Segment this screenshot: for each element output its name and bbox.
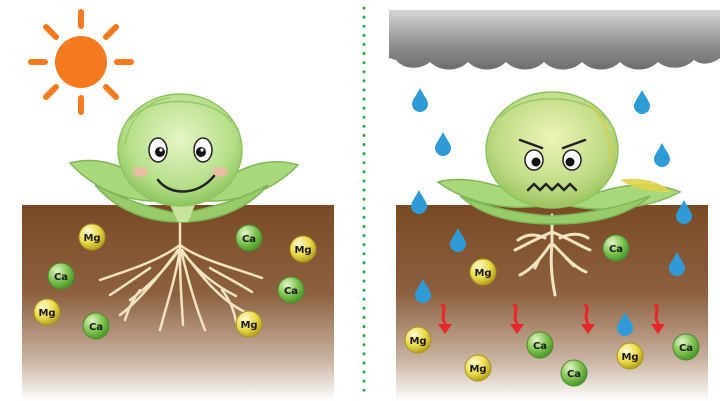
mineral-ca: Ca [236, 225, 262, 251]
svg-text:Ca: Ca [609, 244, 623, 255]
svg-text:Mg: Mg [38, 308, 55, 319]
rainy-panel: Mg Ca Mg Mg Ca Ca Mg Ca [389, 10, 720, 401]
raindrop-icon [412, 88, 428, 112]
raindrop-icon [411, 190, 427, 214]
mineral-ca: Ca [673, 334, 699, 360]
sun-icon [31, 12, 131, 112]
svg-text:Ca: Ca [567, 369, 581, 380]
svg-text:Ca: Ca [679, 343, 693, 354]
healthy-panel: Mg Ca Mg Ca Ca Mg Ca Mg [22, 12, 334, 401]
cloud-icon [389, 10, 720, 70]
raindrop-icon [634, 90, 650, 114]
mineral-mg: Mg [465, 355, 491, 381]
mineral-ca: Ca [278, 277, 304, 303]
svg-text:Mg: Mg [83, 233, 100, 244]
soil [22, 205, 334, 401]
svg-text:Ca: Ca [89, 322, 103, 333]
raindrop-icon [676, 200, 692, 224]
svg-text:Ca: Ca [284, 286, 298, 297]
raindrop-icon [435, 132, 451, 156]
svg-text:Mg: Mg [294, 245, 311, 256]
svg-text:Ca: Ca [242, 234, 256, 245]
svg-text:Mg: Mg [474, 268, 491, 279]
mineral-mg: Mg [290, 236, 316, 262]
svg-text:Ca: Ca [54, 272, 68, 283]
mineral-mg: Mg [617, 343, 643, 369]
mineral-mg: Mg [405, 327, 431, 353]
svg-text:Mg: Mg [621, 352, 638, 363]
mineral-mg: Mg [79, 224, 105, 250]
mineral-ca: Ca [527, 332, 553, 358]
mineral-mg: Mg [34, 299, 60, 325]
mineral-ca: Ca [561, 360, 587, 386]
happy-cabbage [118, 94, 242, 206]
mineral-ca: Ca [603, 235, 629, 261]
worried-cabbage [486, 92, 618, 208]
svg-text:Mg: Mg [409, 336, 426, 347]
svg-text:Ca: Ca [533, 341, 547, 352]
mineral-ca: Ca [48, 263, 74, 289]
mineral-mg: Mg [470, 259, 496, 285]
raindrop-icon [654, 143, 670, 167]
mineral-mg: Mg [236, 311, 262, 337]
svg-text:Mg: Mg [469, 364, 486, 375]
svg-text:Mg: Mg [240, 320, 257, 331]
mineral-ca: Ca [83, 313, 109, 339]
